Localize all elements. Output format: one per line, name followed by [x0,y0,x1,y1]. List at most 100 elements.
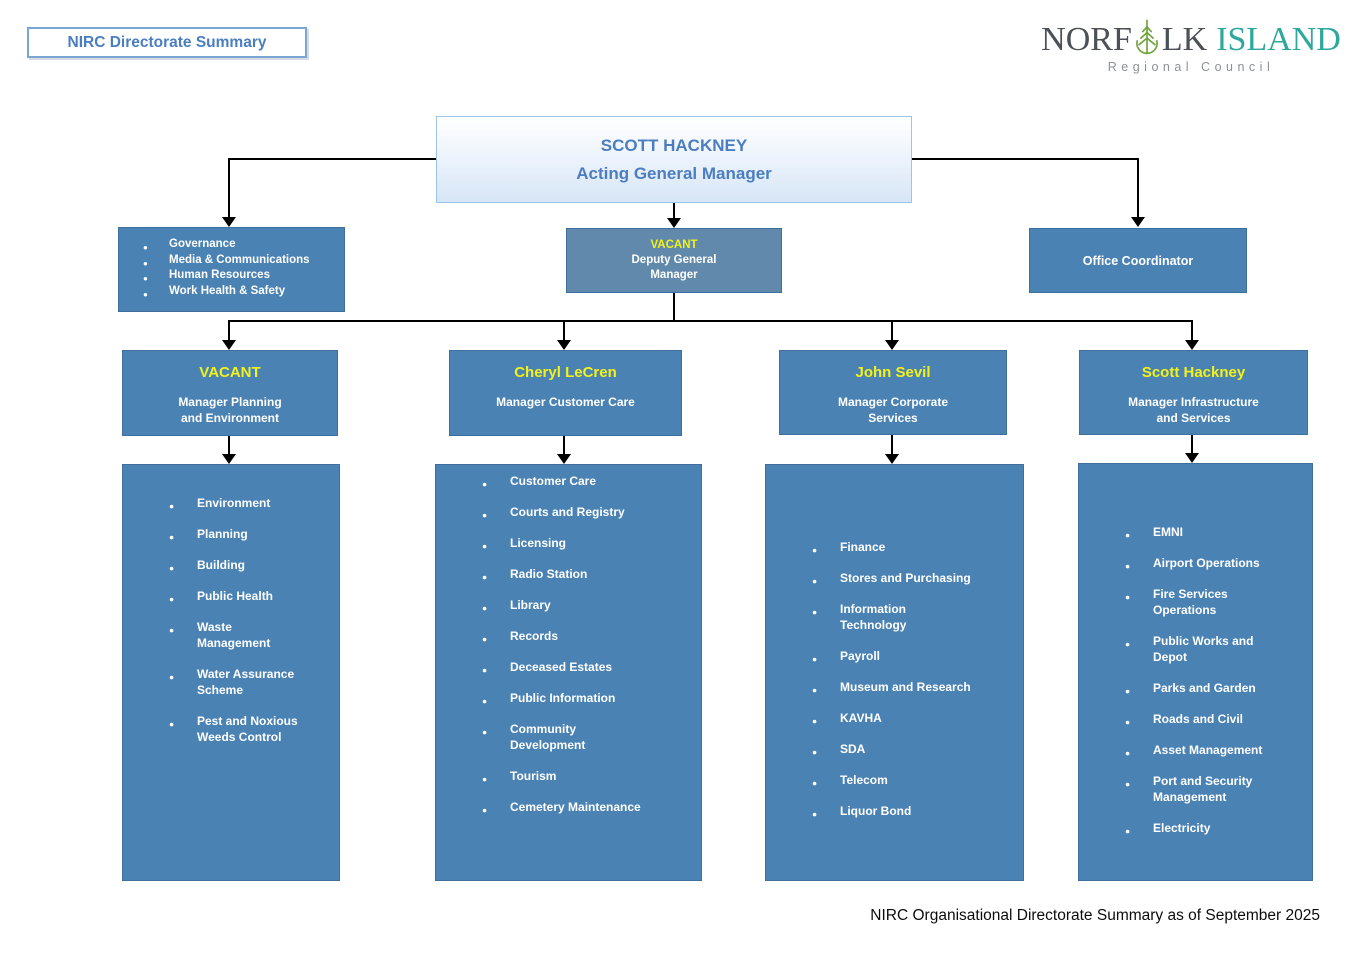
list-item: Planning [123,526,339,545]
arrow-down-icon [885,454,899,464]
connector-line [891,320,893,340]
functions-list: EMNI Airport OperationsFire Services Oper… [1079,524,1312,839]
corporate-services-functions-box: FinanceStores and PurchasingInformation … [765,464,1024,881]
manager-name: Cheryl LeCren [514,364,617,381]
connector-line [1137,158,1139,217]
list-item: Licensing [436,535,701,554]
connector-line [228,320,1193,322]
list-item: Parks and Garden [1079,680,1312,699]
list-item: Governance [119,237,344,255]
list-item: Public Works and Depot [1079,633,1312,665]
list-item: Library [436,597,701,616]
list-item: Radio Station [436,566,701,585]
logo-wordmark: NORF LK ISLAND [1041,18,1341,58]
list-item: Port and Security Management [1079,773,1312,805]
general-manager-name: SCOTT HACKNEY [600,135,748,155]
list-item: Deceased Estates [436,659,701,678]
list-item: Work Health & Safety [119,284,344,302]
norfolk-island-logo: NORF LK ISLAND Regional Council [1041,18,1341,74]
list-item: EMNI [1079,524,1312,543]
functions-list: FinanceStores and PurchasingInformation … [766,539,1023,822]
arrow-down-icon [1185,340,1199,350]
manager-title: Manager Infrastructure and Services [1128,395,1259,425]
manager-infrastructure-services-box: Scott Hackney Manager Infrastructure and… [1079,350,1308,435]
logo-text-lk: LK [1161,21,1208,58]
office-coordinator-label: Office Coordinator [1082,253,1194,268]
list-item: Water Assurance Scheme [123,666,339,698]
general-manager-box: SCOTT HACKNEY Acting General Manager [436,116,912,203]
list-item: Waste Management [123,619,339,651]
deputy-general-manager-title: Deputy General Manager [631,254,717,281]
planning-environment-functions-box: EnvironmentPlanningBuildingPublic Health… [122,464,340,881]
list-item: Pest and Noxious Weeds Control [123,713,339,745]
connector-line [563,436,565,454]
list-item: Courts and Registry [436,504,701,523]
pine-tree-icon [1133,18,1161,62]
list-item: Liquor Bond [766,803,1023,822]
manager-name: Scott Hackney [1141,364,1246,381]
list-item: Fire Services Operations [1079,586,1312,618]
connector-line [1191,320,1193,340]
list-item: Building [123,557,339,576]
list-item: Public Information [436,690,701,709]
list-item: SDA [766,741,1023,760]
list-item: Museum and Research [766,679,1023,698]
functions-list: EnvironmentPlanningBuildingPublic Health… [123,495,339,745]
arrow-down-icon [222,340,236,350]
arrow-down-icon [557,340,571,350]
logo-text-norf: NORF [1041,21,1132,58]
list-item: Payroll [766,648,1023,667]
connector-line [228,436,230,454]
manager-name: VACANT [199,364,261,381]
list-item: Stores and Purchasing [766,570,1023,589]
executive-support-box: GovernanceMedia & CommunicationsHuman Re… [118,227,345,312]
manager-corporate-services-box: John Sevil Manager Corporate Services [779,350,1007,435]
footer-caption: NIRC Organisational Directorate Summary … [870,907,1320,924]
list-item: Community Development [436,721,701,753]
connector-line [228,158,230,217]
general-manager-title: Acting General Manager [576,163,772,183]
manager-customer-care-box: Cheryl LeCren Manager Customer Care [449,350,682,436]
list-item: KAVHA [766,710,1023,729]
arrow-down-icon [885,340,899,350]
manager-title: Manager Planning and Environment [178,395,282,425]
office-coordinator-box: Office Coordinator [1029,228,1247,293]
page-title: NIRC Directorate Summary [27,27,307,58]
arrow-down-icon [222,217,236,227]
functions-list: Customer CareCourts and RegistryLicensin… [436,473,701,818]
list-item: Records [436,628,701,647]
list-item: Public Health [123,588,339,607]
list-item: Asset Management [1079,742,1312,761]
manager-title: Manager Corporate Services [837,395,949,425]
arrow-down-icon [1131,217,1145,227]
list-item: Media & Communications [119,253,344,271]
manager-planning-environment-box: VACANT Manager Planning and Environment [122,350,338,436]
list-item: Cemetery Maintenance [436,799,701,818]
list-item: Customer Care [436,473,701,492]
list-item: Electricity [1079,820,1312,839]
deputy-general-manager-box: VACANT Deputy General Manager [566,228,782,293]
arrow-down-icon [1185,453,1199,463]
connector-line [673,203,675,218]
list-item: Finance [766,539,1023,558]
list-item: Roads and Civil [1079,711,1312,730]
executive-support-list: GovernanceMedia & CommunicationsHuman Re… [119,237,344,302]
connector-line [228,320,230,340]
list-item: Information Technology [766,601,1023,633]
arrow-down-icon [222,454,236,464]
deputy-general-manager-name: VACANT [650,239,698,251]
list-item: Human Resources [119,268,344,286]
arrow-down-icon [667,218,681,228]
arrow-down-icon [557,454,571,464]
list-item: Airport Operations [1079,555,1312,574]
connector-line [229,158,436,160]
list-item: Telecom [766,772,1023,791]
connector-line [1191,435,1193,453]
logo-tagline: Regional Council [1107,60,1275,74]
connector-line [912,158,1138,160]
connector-line [891,435,893,454]
connector-line [563,320,565,340]
manager-title: Manager Customer Care [496,395,635,409]
connector-line [673,293,675,322]
